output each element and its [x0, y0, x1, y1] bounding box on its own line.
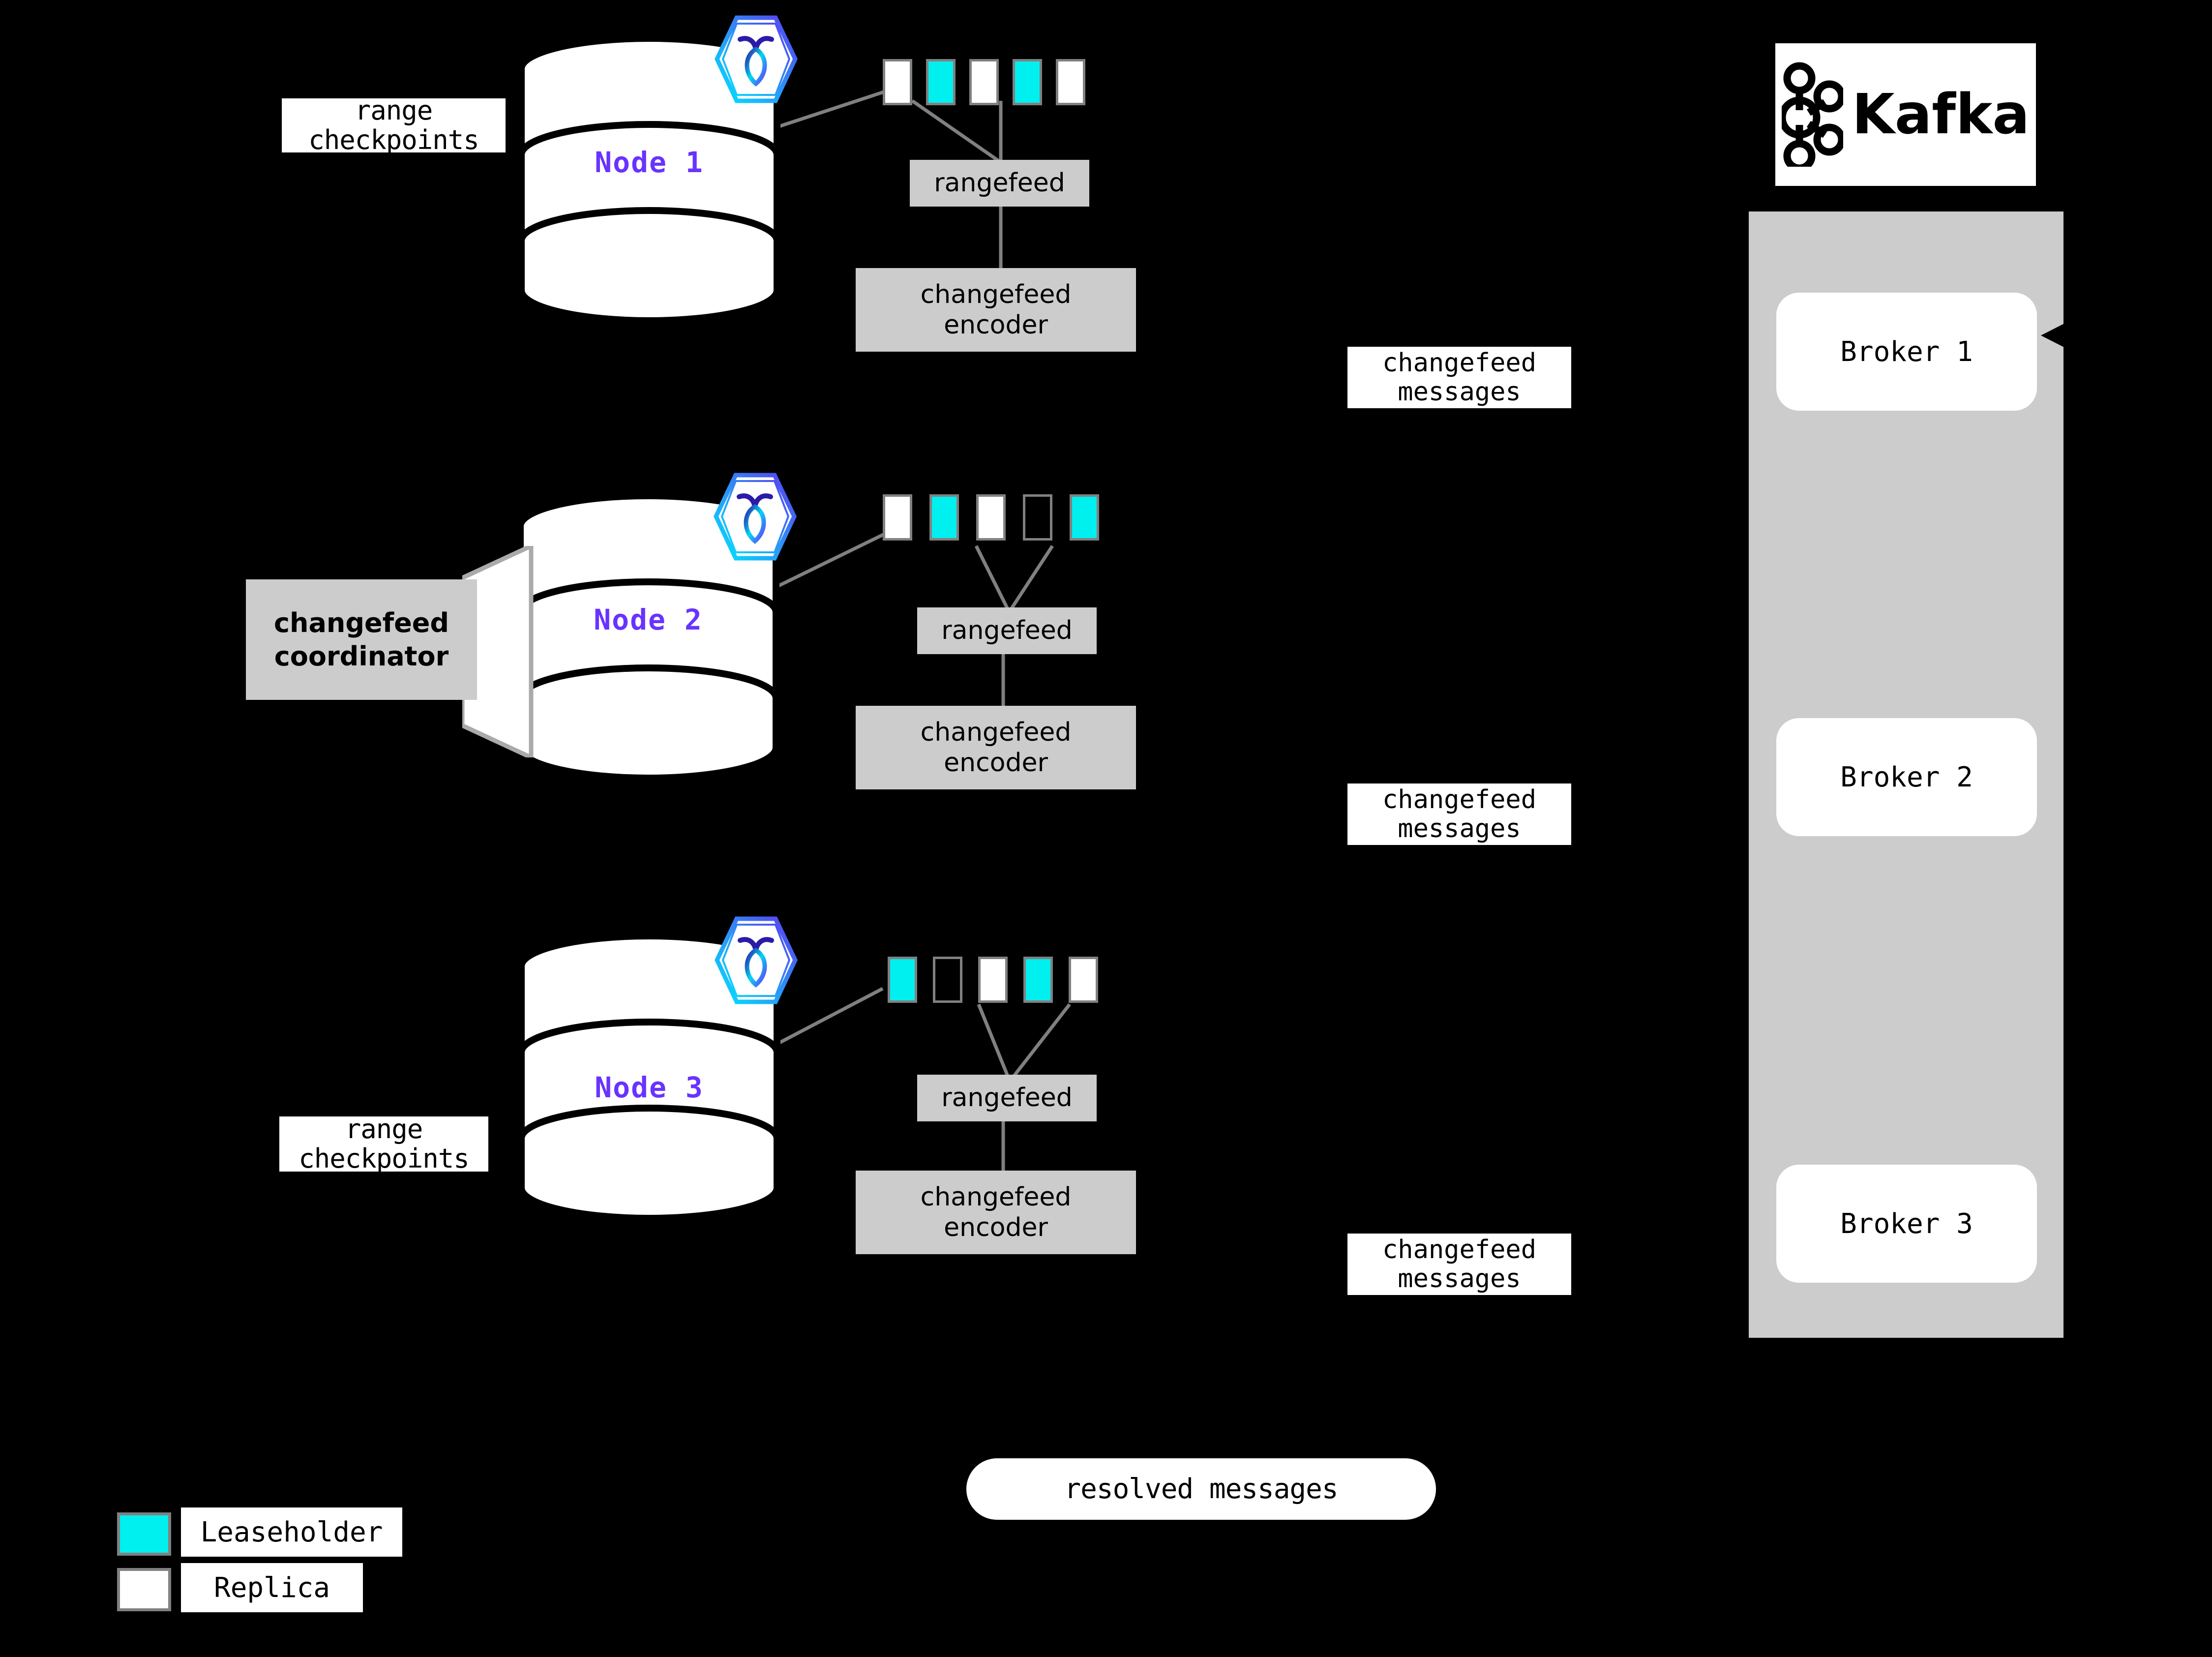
legend-label-leaseholder: Leaseholder [181, 1507, 402, 1557]
node3-rangefeed-box[interactable]: rangefeed [917, 1075, 1097, 1121]
replica-box[interactable] [1069, 957, 1098, 1003]
replica-box[interactable] [969, 59, 999, 105]
node2-changefeed-encoder-box[interactable]: changefeed encoder [856, 706, 1136, 789]
node3-changefeed-encoder-box[interactable]: changefeed encoder [856, 1171, 1136, 1254]
node1-replica-row [883, 59, 1085, 105]
node1-label: Node 1 [595, 146, 704, 179]
node1-rangefeed-box[interactable]: rangefeed [910, 160, 1089, 207]
node3-range-checkpoints-label: range checkpoints [279, 1114, 488, 1174]
node1-cockroachdb-hexagon-icon [713, 14, 799, 107]
node3-cockroachdb-hexagon-icon [713, 915, 799, 1008]
empty-replica-box[interactable] [933, 957, 962, 1003]
replica-box[interactable] [883, 494, 912, 541]
empty-replica-box[interactable] [1023, 494, 1052, 541]
changefeed-messages-label-1: changefeed messages [1347, 347, 1571, 408]
replica-box[interactable] [1056, 59, 1085, 105]
leaseholder-box[interactable] [929, 494, 959, 541]
kafka-logo-card: Kafka [1775, 43, 2036, 186]
node2-cockroachdb-hexagon-icon [712, 471, 798, 564]
broker-3[interactable]: Broker 3 [1776, 1165, 2037, 1283]
legend-swatch-leaseholder [117, 1512, 171, 1556]
node3-label: Node 3 [595, 1071, 704, 1104]
incoming-arrow-icon [2041, 322, 2068, 349]
node2-rangefeed-box[interactable]: rangefeed [917, 607, 1097, 654]
node2-replica-row [883, 494, 1099, 541]
legend-swatch-replica [117, 1568, 171, 1611]
broker-1[interactable]: Broker 1 [1776, 293, 2037, 411]
leaseholder-box[interactable] [1070, 494, 1099, 541]
coordinator-wedge [462, 546, 534, 757]
changefeed-messages-label-2: changefeed messages [1347, 783, 1571, 845]
leaseholder-box[interactable] [926, 59, 956, 105]
leaseholder-box[interactable] [1013, 59, 1042, 105]
replica-box[interactable] [976, 494, 1006, 541]
node3-cylinder: Node 3 [516, 927, 782, 1232]
node1-range-checkpoints-label: range checkpoints [282, 98, 506, 152]
changefeed-messages-label-3: changefeed messages [1347, 1234, 1571, 1295]
broker-2[interactable]: Broker 2 [1776, 718, 2037, 836]
resolved-messages-pill[interactable]: resolved messages [966, 1458, 1436, 1520]
replica-box[interactable] [883, 59, 912, 105]
node3-replica-row [888, 957, 1098, 1003]
leaseholder-box[interactable] [888, 957, 917, 1003]
node1-changefeed-encoder-box[interactable]: changefeed encoder [856, 268, 1136, 352]
node2-label: Node 2 [594, 603, 703, 636]
changefeed-coordinator-box[interactable]: changefeed coordinator [246, 579, 477, 700]
node2-cylinder: Node 2 [515, 487, 781, 792]
kafka-graph-icon [1778, 61, 1846, 172]
leaseholder-box[interactable] [1023, 957, 1053, 1003]
replica-box[interactable] [978, 957, 1008, 1003]
node1-cylinder: Node 1 [516, 30, 782, 334]
kafka-wordmark: Kafka [1852, 83, 2030, 147]
legend-label-replica: Replica [181, 1563, 363, 1612]
